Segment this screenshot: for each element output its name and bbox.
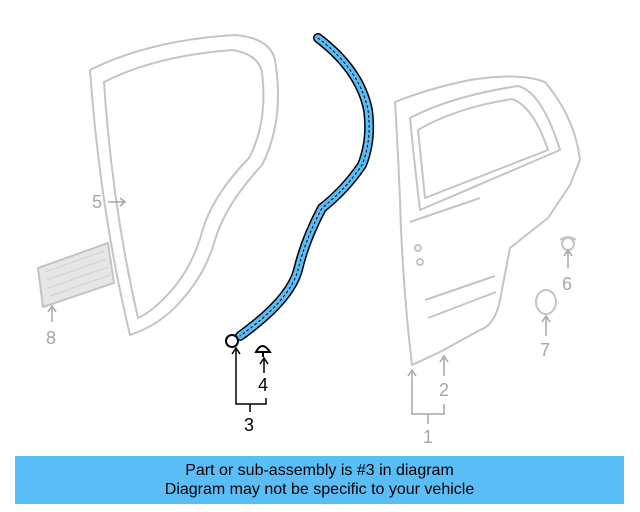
- callout-8: 8: [46, 328, 56, 348]
- plug-ghost: [535, 289, 557, 315]
- retainer-clip: [254, 345, 272, 357]
- callout-5: 5: [92, 192, 102, 212]
- callout-3: 3: [244, 415, 254, 435]
- callout-1: 1: [423, 427, 433, 447]
- ghost-leaders: [47, 197, 573, 424]
- banner-line-disclaimer: Diagram may not be specific to your vehi…: [164, 481, 475, 498]
- door-frame-ghost: [89, 34, 279, 336]
- parts-diagram: 5 8 6 7 2 1 3 4: [36, 33, 581, 447]
- callout-6: 6: [562, 274, 572, 294]
- info-banner: Part or sub-assembly is #3 in diagram Di…: [15, 456, 624, 504]
- callout-7: 7: [540, 340, 550, 360]
- callout-2: 2: [439, 380, 449, 400]
- banner-line-part: Part or sub-assembly is #3 in diagram: [185, 462, 454, 479]
- adhesive-pad: [36, 241, 116, 309]
- weatherstrip-highlight: [225, 33, 375, 348]
- rear-door-ghost: [394, 75, 581, 366]
- callout-4: 4: [258, 375, 268, 395]
- active-leaders: [231, 346, 269, 412]
- clip-ghost: [559, 236, 577, 251]
